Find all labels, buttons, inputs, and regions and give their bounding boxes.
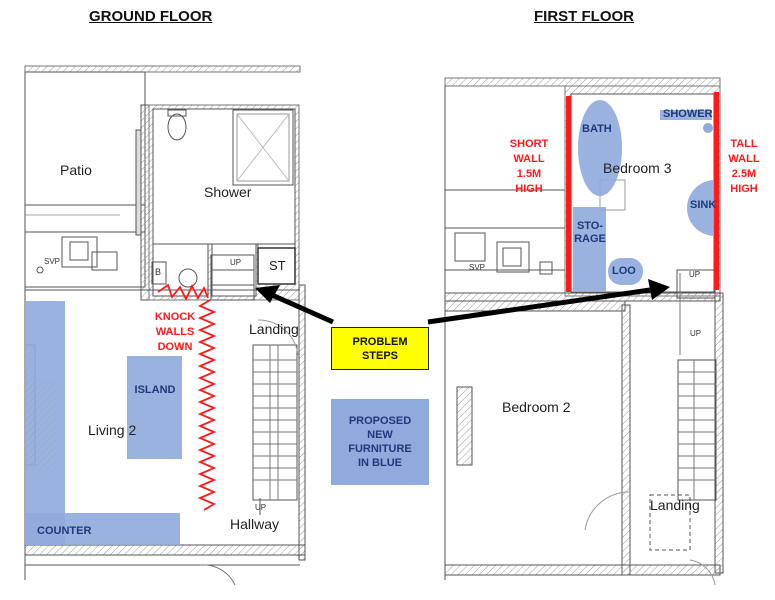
patio-label: Patio: [60, 162, 92, 178]
knock-walls-zigzag: [157, 283, 217, 511]
bedroom-3-label: Bedroom 3: [603, 160, 672, 176]
sink-unit: [687, 180, 715, 236]
sink-label: SINK: [690, 199, 717, 211]
ground-landing-label: Landing: [249, 321, 299, 337]
proposed-furniture-legend: PROPOSED NEW FURNITURE IN BLUE: [331, 399, 429, 485]
storage-cupboard-label: ST: [269, 258, 286, 273]
problem-arrows: [255, 279, 670, 325]
loo-unit: [608, 258, 643, 285]
short-wall-line: [566, 96, 571, 292]
shower-head: [660, 110, 712, 120]
tall-wall-line: [714, 92, 719, 290]
tall-wall-text: TALL WALL 2.5M HIGH: [728, 138, 760, 195]
problem-steps-callout: PROBLEM STEPS: [331, 327, 429, 370]
ground-up-label-2: UP: [255, 503, 267, 512]
island-label: ISLAND: [134, 384, 176, 396]
ground-floor-heading: GROUND FLOOR: [89, 8, 213, 25]
first-up-label-1: UP: [689, 270, 701, 279]
ground-floor-plan: [24, 65, 306, 586]
ground-counter-bottom: [25, 513, 180, 545]
storage-label: STO- RAGE: [574, 220, 606, 245]
bedroom-2-label: Bedroom 2: [502, 399, 571, 415]
storage-unit: [573, 207, 606, 291]
ground-up-label-1: UP: [230, 258, 242, 267]
first-up-label-2: UP: [690, 329, 702, 338]
island-block: [127, 356, 182, 459]
first-svp-label: SVP: [469, 263, 486, 272]
bath-label: BATH: [582, 123, 612, 135]
living-room-label: Living 2: [88, 422, 137, 438]
counter-label: COUNTER: [37, 525, 92, 537]
first-floor-heading: FIRST FLOOR: [534, 8, 634, 25]
hallway-label: Hallway: [230, 516, 280, 532]
ground-counter-hatch: [27, 380, 57, 470]
short-wall-text: SHORT WALL 1.5M HIGH: [509, 138, 549, 195]
ground-svp-label: SVP: [44, 257, 61, 266]
knock-walls-text: KNOCK WALLS DOWN: [154, 311, 196, 353]
first-landing-label: Landing: [650, 497, 700, 513]
boiler-label: B: [155, 267, 162, 277]
loo-label: LOO: [612, 265, 636, 277]
shower-knob: [703, 123, 713, 133]
bath-tub: [578, 100, 622, 196]
shower-label: SHOWER: [663, 108, 713, 120]
shower-room-label: Shower: [204, 184, 252, 200]
